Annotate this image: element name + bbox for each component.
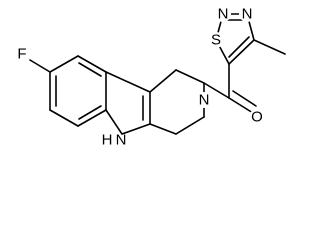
atom-fluorine: F: [17, 46, 26, 63]
bond-benzene-5: [77, 55, 107, 73]
bond-f-c: [29, 59, 51, 73]
bond-carbonyl-o-double: [232, 90, 257, 107]
bond-thiadiazole-5-double: [228, 36, 250, 58]
bond-benzene-5-inner: [78, 62, 102, 77]
molecule-structure: F H N N O N N S: [14, 5, 286, 149]
bond-pyrrole-4: [105, 71, 151, 93]
bond-piperidine-2: [175, 69, 205, 84]
atom-carbonyl-o: O: [251, 109, 263, 126]
bond-methyl: [253, 39, 286, 55]
atom-ring-n: N: [199, 92, 210, 109]
bond-n-carbonyl: [203, 82, 230, 99]
atom-thiadiazole-s: S: [211, 32, 221, 49]
bond-benzene-6: [49, 55, 79, 73]
atom-thiadiazole-n1: N: [218, 6, 229, 23]
bond-carbonyl-o: [228, 97, 254, 114]
bond-piperidine-4: [175, 116, 205, 135]
bond-benzene-3: [77, 109, 107, 127]
bond-pyrrole-2: [121, 123, 151, 135]
bond-pyrrole-1: [105, 109, 123, 135]
bonds: [29, 13, 286, 135]
atom-thiadiazole-n2: N: [242, 6, 253, 23]
atom-amine-h: H: [102, 132, 113, 149]
atom-amine-n: N: [116, 132, 127, 149]
bond-piperidine-1: [149, 69, 177, 93]
bond-thiadiazole-5: [228, 39, 255, 65]
bond-benzene-3-inner: [78, 105, 102, 120]
bond-benzene-2: [49, 109, 79, 127]
atom-labels: F H N N O N N S: [14, 6, 265, 149]
bond-piperidine-5: [149, 123, 177, 135]
